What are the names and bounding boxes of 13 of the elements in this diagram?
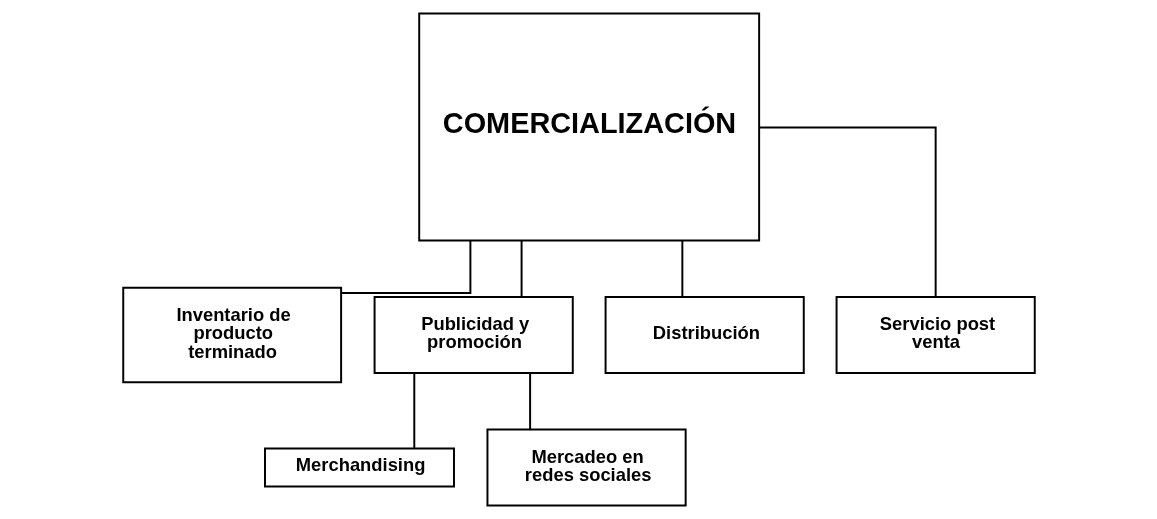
node-box: Merchandising	[263, 447, 455, 488]
node-box: Servicio post venta	[835, 295, 1036, 374]
node-box: COMERCIALIZACIÓN	[417, 12, 760, 242]
node-box: Mercadeo en redes sociales	[485, 428, 687, 507]
connector	[520, 239, 523, 298]
node-box: Distribución	[604, 295, 805, 374]
node-box: Publicidad y promoción	[373, 295, 574, 374]
connector	[528, 372, 531, 431]
connector	[412, 372, 415, 450]
connector	[339, 239, 471, 294]
connector	[680, 239, 683, 298]
node-box: Inventario de producto terminado	[121, 286, 342, 384]
connector	[757, 126, 937, 298]
